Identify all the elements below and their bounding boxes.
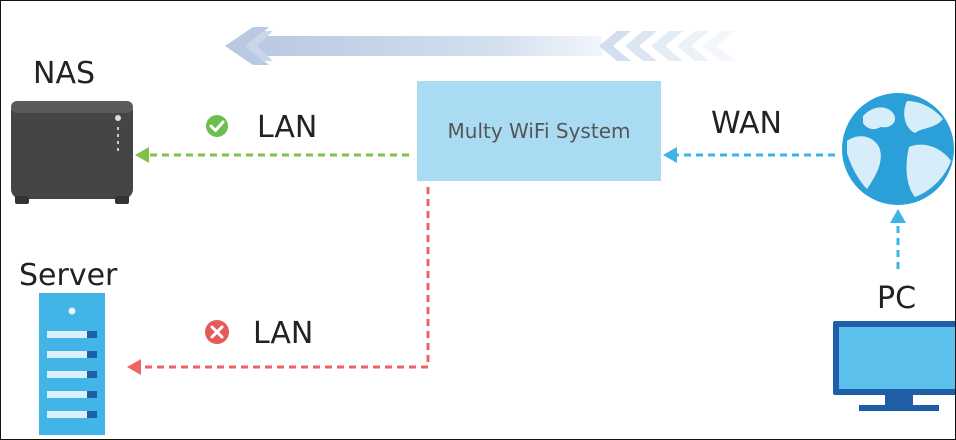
pc-icon bbox=[833, 321, 955, 411]
pc-globe-link bbox=[890, 209, 906, 269]
wan-link bbox=[663, 147, 835, 163]
nas-icon bbox=[11, 101, 133, 204]
multy-wifi-system-box: Multy WiFi System bbox=[417, 81, 661, 181]
router-label: Multy WiFi System bbox=[447, 119, 631, 143]
flow-arrow-icon bbox=[225, 27, 735, 65]
lan-ok-link bbox=[135, 147, 409, 163]
x-icon bbox=[205, 320, 229, 344]
check-icon bbox=[206, 115, 228, 137]
server-label: Server bbox=[19, 258, 118, 293]
lan-ok-label: LAN bbox=[257, 110, 318, 145]
lan-fail-label: LAN bbox=[253, 316, 314, 351]
globe-icon bbox=[842, 93, 954, 205]
wan-label: WAN bbox=[711, 106, 782, 141]
server-icon bbox=[39, 293, 105, 435]
lan-fail-link bbox=[127, 187, 430, 375]
pc-label: PC bbox=[877, 281, 917, 316]
nas-label: NAS bbox=[33, 56, 96, 91]
